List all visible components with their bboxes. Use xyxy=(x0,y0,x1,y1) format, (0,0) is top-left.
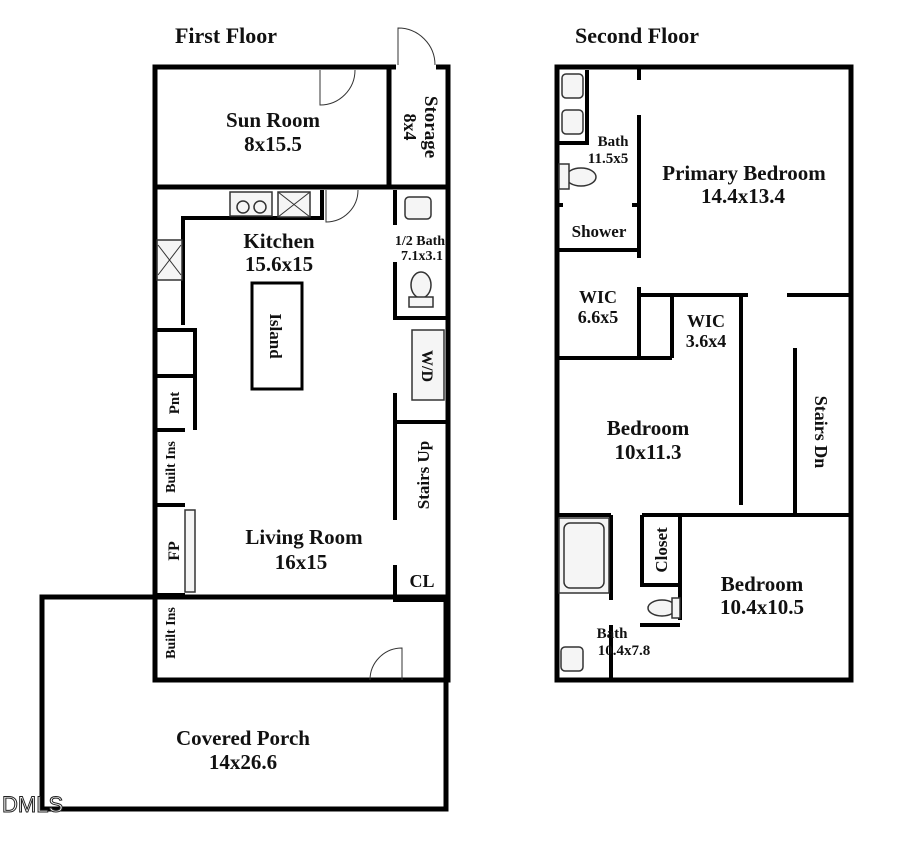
fireplace-hearth xyxy=(184,509,196,593)
bath-sink-icon xyxy=(404,196,432,220)
first-floor-title: First Floor xyxy=(175,23,277,48)
stairs-walls xyxy=(393,393,448,520)
half-bath-size: 7.1x3.1 xyxy=(401,249,443,264)
bedroom-2-label: Bedroom xyxy=(721,572,804,596)
storage-door xyxy=(397,27,436,66)
kitchen-label: Kitchen xyxy=(243,229,314,253)
primary-bath-label: Bath xyxy=(598,134,630,150)
kitchen-size: 15.6x15 xyxy=(245,252,313,276)
sun-room-label: Sun Room xyxy=(226,108,320,132)
bath-2-size: 10.4x7.8 xyxy=(598,643,651,659)
stairs-down-label: Stairs Dn xyxy=(811,396,831,469)
vanity xyxy=(557,70,589,145)
pantry-label: Pnt xyxy=(167,392,183,415)
kitchen-door xyxy=(325,189,359,223)
covered-porch-label: Covered Porch xyxy=(176,726,310,750)
sink-icon-1 xyxy=(561,73,584,99)
storage-label: Storage xyxy=(420,96,441,158)
half-bath-label: 1/2 Bath xyxy=(395,234,445,249)
living-room-label: Living Room xyxy=(245,525,363,549)
storage-size: 8x4 xyxy=(400,114,420,141)
living-room-size: 16x15 xyxy=(275,550,328,574)
second-floor-interior xyxy=(554,64,854,683)
watermark: DMLS xyxy=(2,792,63,817)
kitchen-counter xyxy=(181,190,324,325)
wic-1-label: WIC xyxy=(579,287,617,307)
primary-bath-size: 11.5x5 xyxy=(588,151,628,167)
toilet-icon-2 xyxy=(565,167,597,187)
washer-dryer-label: W/D xyxy=(418,350,435,382)
wic-2-size: 3.6x4 xyxy=(686,331,727,351)
front-door xyxy=(369,647,403,681)
sunroom-door xyxy=(319,69,356,106)
built-ins-lower-label: Built Ins xyxy=(164,607,179,659)
island xyxy=(250,281,304,391)
storage-door-gap xyxy=(396,62,436,70)
island-label: Island xyxy=(266,313,285,359)
second-floor-title: Second Floor xyxy=(575,23,699,48)
fireplace-label: FP xyxy=(166,541,183,561)
shower-label: Shower xyxy=(572,222,627,241)
washer-dryer xyxy=(411,329,445,401)
sink-icon-2 xyxy=(561,109,584,135)
closet-label: CL xyxy=(409,571,434,591)
lower-walls xyxy=(557,513,795,680)
wic-walls xyxy=(557,287,851,505)
half-bath-walls xyxy=(393,190,448,320)
bath-2-label: Bath xyxy=(597,626,629,642)
built-ins-upper-label: Built Ins xyxy=(164,441,179,493)
wic-2-label: WIC xyxy=(687,311,725,331)
fridge-nook xyxy=(157,328,197,375)
toilet-icon xyxy=(410,271,432,299)
bedroom-1-size: 10x11.3 xyxy=(614,440,681,464)
left-builtins-walls xyxy=(157,374,197,597)
covered-porch xyxy=(39,594,449,812)
bedroom-2-size: 10.4x10.5 xyxy=(720,595,804,619)
stairs-up-label: Stairs Up xyxy=(414,441,433,509)
bedroom-1-label: Bedroom xyxy=(607,416,690,440)
wic-1-size: 6.6x5 xyxy=(578,307,619,327)
sun-room-size: 8x15.5 xyxy=(244,132,302,156)
primary-bedroom-label: Primary Bedroom xyxy=(662,161,826,185)
closet-walls xyxy=(393,565,448,602)
closet-label-2: Closet xyxy=(652,527,671,573)
primary-bath-walls xyxy=(557,67,641,258)
primary-bedroom-size: 14.4x13.4 xyxy=(701,184,786,208)
covered-porch-size: 14x26.6 xyxy=(209,750,277,774)
sink-icon-3 xyxy=(560,646,584,672)
